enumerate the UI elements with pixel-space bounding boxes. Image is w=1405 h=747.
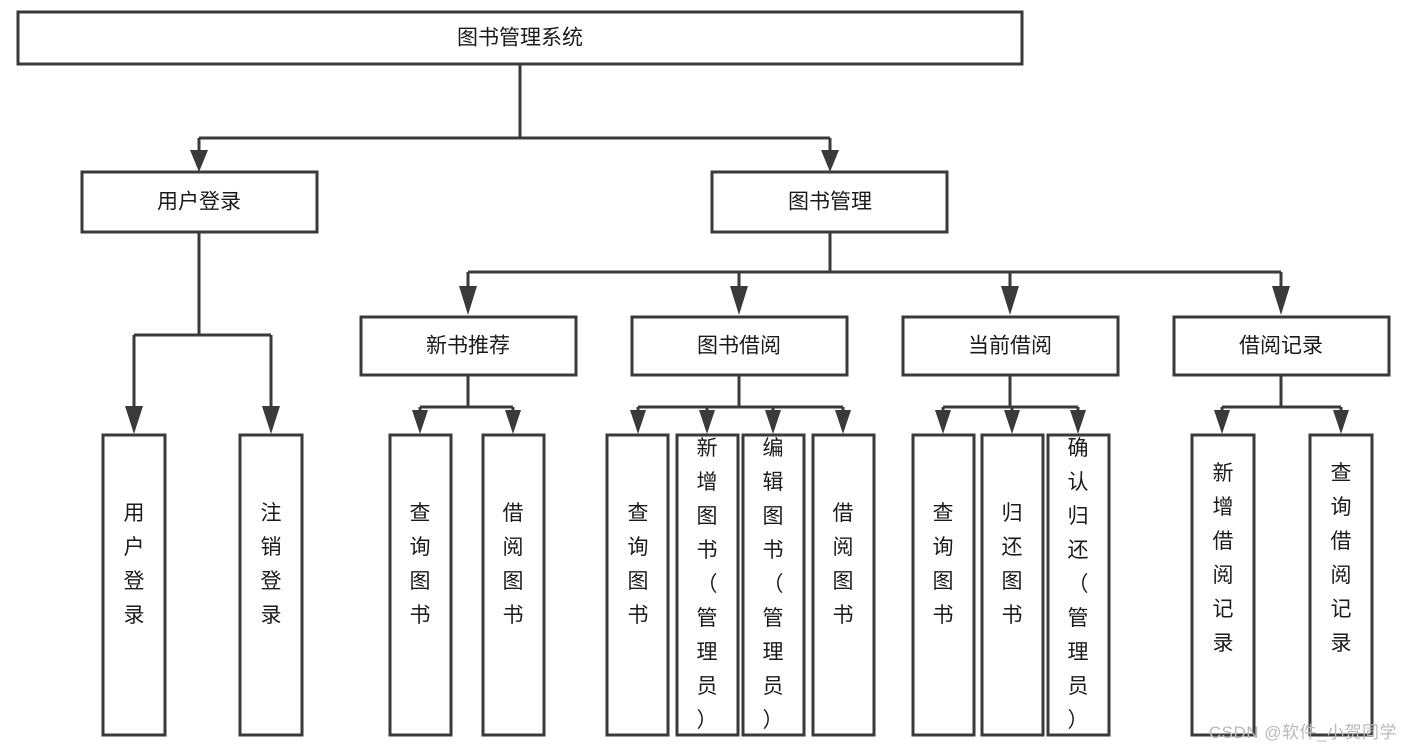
node-leaf-query-record[interactable]: 查询借阅记录 bbox=[1308, 433, 1374, 737]
node-root[interactable]: 图书管理系统 bbox=[16, 10, 1024, 66]
node-leaf-query-book-a[interactable]: 查询图书 bbox=[388, 433, 453, 737]
node-current-borrow[interactable]: 当前借阅 bbox=[901, 315, 1120, 377]
node-leaf-add-record[interactable]: 新增借阅记录 bbox=[1190, 433, 1256, 737]
node-borrow-record[interactable]: 借阅记录 bbox=[1172, 315, 1391, 377]
arrow-new-book bbox=[459, 286, 477, 315]
leaf-borrow-book-a-label: 借阅图书 bbox=[503, 502, 524, 627]
leaf-return-book-label: 归还图书 bbox=[1002, 502, 1023, 627]
book-manage-box[interactable] bbox=[710, 170, 949, 234]
current-borrow-label: 当前借阅 bbox=[968, 335, 1052, 358]
user-login-box[interactable] bbox=[80, 170, 319, 234]
arrow-leaf-query-record bbox=[1333, 410, 1349, 434]
arrow-leaf-query-book-a bbox=[412, 410, 428, 434]
current-borrow-box[interactable] bbox=[901, 315, 1120, 377]
leaf-borrow-book-b-box[interactable] bbox=[811, 433, 876, 737]
arrow-leaf-add-book bbox=[699, 410, 715, 434]
leaf-confirm-return-label: 确认归还（管理员） bbox=[1068, 437, 1089, 732]
arrow-leaf-borrow-book-a bbox=[505, 410, 521, 434]
arrow-borrow-record bbox=[1272, 286, 1290, 315]
leaf-query-book-c-label: 查询图书 bbox=[933, 502, 954, 627]
node-book-manage[interactable]: 图书管理 bbox=[710, 170, 949, 234]
arrow-leaf-add-record bbox=[1214, 410, 1230, 434]
leaf-query-book-b-label: 查询图书 bbox=[628, 502, 649, 627]
borrow-record-label: 借阅记录 bbox=[1239, 335, 1323, 358]
node-leaf-logout[interactable]: 注销登录 bbox=[238, 433, 304, 737]
arrow-leaf-borrow-book-b bbox=[835, 410, 851, 434]
arrow-leaf-user-login bbox=[125, 406, 143, 434]
arrow-book-manage bbox=[821, 150, 839, 172]
book-borrow-box[interactable] bbox=[630, 315, 849, 377]
leaf-query-book-a-label: 查询图书 bbox=[410, 502, 431, 627]
leaf-query-book-b-box[interactable] bbox=[605, 433, 670, 737]
user-login-label: 用户登录 bbox=[157, 191, 241, 214]
node-leaf-add-book[interactable]: 新增图书（管理员） bbox=[675, 433, 740, 737]
arrow-leaf-logout bbox=[262, 406, 280, 434]
arrow-leaf-confirm-return bbox=[1070, 410, 1086, 434]
arrow-leaf-return-book bbox=[1004, 410, 1020, 434]
node-leaf-borrow-book-b[interactable]: 借阅图书 bbox=[811, 433, 876, 737]
node-leaf-borrow-book-a[interactable]: 借阅图书 bbox=[481, 433, 546, 737]
borrow-record-box[interactable] bbox=[1172, 315, 1391, 377]
leaf-borrow-book-a-box[interactable] bbox=[481, 433, 546, 737]
book-borrow-label: 图书借阅 bbox=[697, 335, 781, 358]
leaf-user-login-box[interactable] bbox=[101, 433, 167, 737]
arrow-user-login bbox=[190, 150, 208, 172]
node-leaf-user-login[interactable]: 用户登录 bbox=[101, 433, 167, 737]
book-manage-label: 图书管理 bbox=[788, 191, 872, 214]
node-leaf-query-book-c[interactable]: 查询图书 bbox=[911, 433, 976, 737]
arrow-current-borrow bbox=[1001, 286, 1019, 315]
leaf-logout-box[interactable] bbox=[238, 433, 304, 737]
arrow-leaf-edit-book bbox=[765, 410, 781, 434]
node-leaf-edit-book[interactable]: 编辑图书（管理员） bbox=[741, 433, 806, 737]
root-label: 图书管理系统 bbox=[457, 27, 583, 50]
leaf-query-book-c-box[interactable] bbox=[911, 433, 976, 737]
node-new-book-recommend[interactable]: 新书推荐 bbox=[359, 315, 578, 377]
node-book-borrow[interactable]: 图书借阅 bbox=[630, 315, 849, 377]
leaf-add-book-box[interactable] bbox=[675, 433, 740, 737]
leaf-add-record-label: 新增借阅记录 bbox=[1213, 462, 1234, 655]
leaf-logout-label: 注销登录 bbox=[261, 502, 282, 627]
leaf-user-login-label: 用户登录 bbox=[124, 502, 145, 627]
arrow-book-borrow bbox=[730, 286, 748, 315]
leaf-add-book-label: 新增图书（管理员） bbox=[697, 437, 718, 732]
leaf-add-record-box[interactable] bbox=[1190, 433, 1256, 737]
leaf-return-book-box[interactable] bbox=[980, 433, 1045, 737]
new-book-recommend-label: 新书推荐 bbox=[426, 335, 510, 358]
arrow-leaf-query-book-c bbox=[935, 410, 951, 434]
root-box[interactable] bbox=[16, 10, 1024, 66]
leaf-edit-book-box[interactable] bbox=[741, 433, 806, 737]
node-leaf-confirm-return[interactable]: 确认归还（管理员） bbox=[1046, 433, 1111, 737]
arrow-leaf-query-book-b bbox=[630, 410, 646, 434]
new-book-recommend-box[interactable] bbox=[359, 315, 578, 377]
node-leaf-return-book[interactable]: 归还图书 bbox=[980, 433, 1045, 737]
leaf-query-book-a-box[interactable] bbox=[388, 433, 453, 737]
leaf-borrow-book-b-label: 借阅图书 bbox=[833, 502, 854, 627]
connector-layer bbox=[125, 64, 1349, 434]
leaf-query-record-label: 查询借阅记录 bbox=[1331, 462, 1352, 655]
leaf-query-record-box[interactable] bbox=[1308, 433, 1374, 737]
node-leaf-query-book-b[interactable]: 查询图书 bbox=[605, 433, 670, 737]
leaf-edit-book-label: 编辑图书（管理员） bbox=[763, 437, 784, 732]
node-user-login[interactable]: 用户登录 bbox=[80, 170, 319, 234]
leaf-confirm-return-box[interactable] bbox=[1046, 433, 1111, 737]
